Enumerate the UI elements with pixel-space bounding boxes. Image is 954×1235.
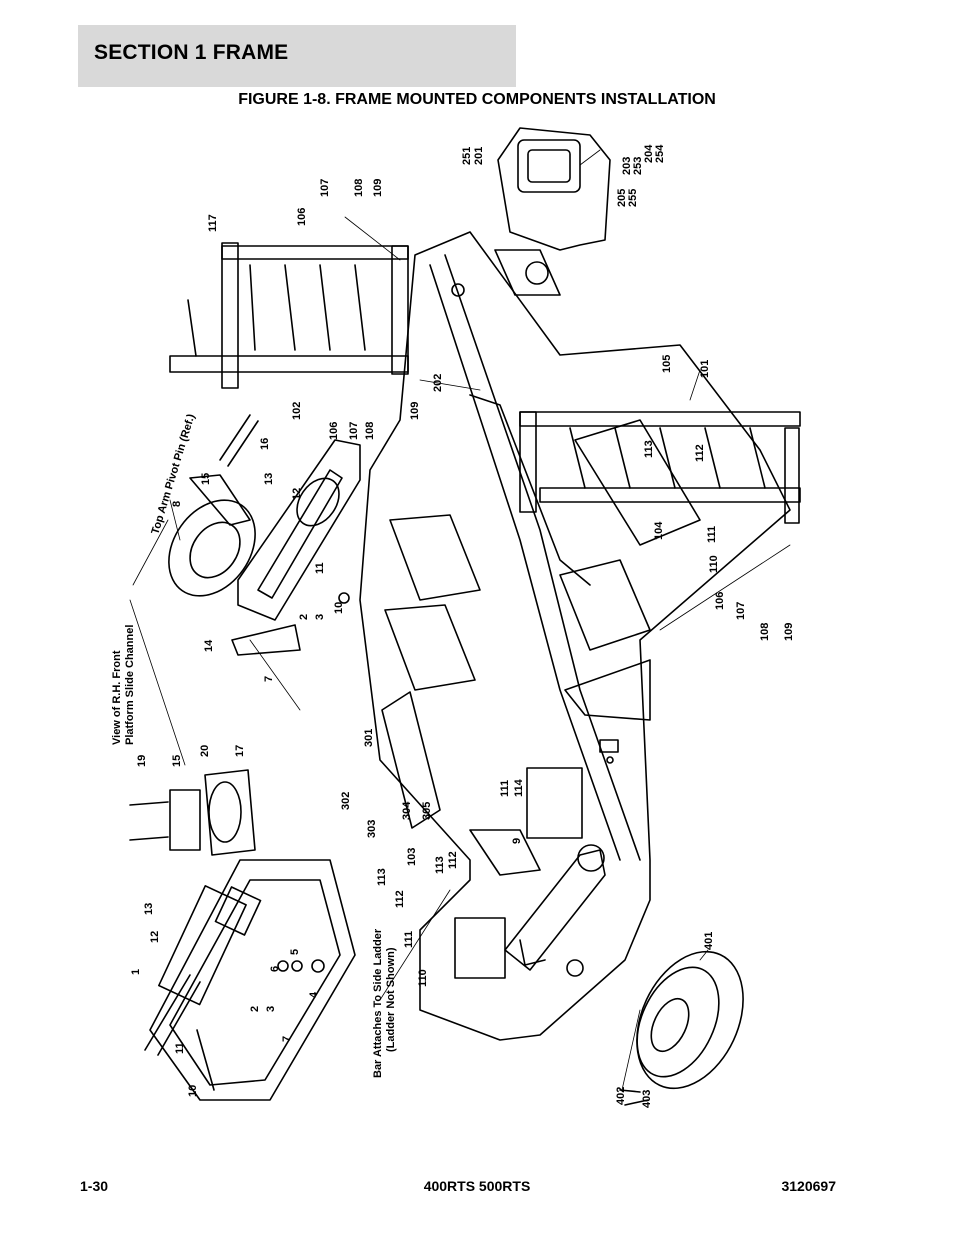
callout-top-arm-pivot: Top Arm Pivot Pin (Ref.)	[149, 412, 197, 536]
callout-ladder-not-shown: (Ladder Not Shown)	[385, 947, 397, 1052]
section-title: SECTION 1 FRAME	[94, 41, 289, 64]
part-label: 117	[207, 214, 219, 232]
part-label: 20	[199, 745, 211, 757]
part-label: 106	[328, 422, 340, 440]
part-label: 109	[409, 402, 421, 420]
part-label: 8	[171, 501, 183, 507]
part-label: 109	[783, 623, 795, 641]
part-label: 107	[319, 179, 331, 197]
part-label: 109	[372, 179, 384, 197]
part-label: 12	[149, 931, 161, 943]
page-number: 1-30	[80, 1178, 109, 1194]
part-label: 11	[314, 562, 326, 574]
part-label: 110	[417, 969, 429, 987]
rear-housing-201	[497, 127, 611, 251]
figure-title: FIGURE 1-8. FRAME MOUNTED COMPONENTS INS…	[238, 91, 716, 108]
part-label: 112	[694, 444, 706, 462]
part-label: 114	[513, 778, 525, 797]
part-label: 10	[333, 602, 345, 614]
part-label: 402	[615, 1087, 627, 1105]
part-label: 5	[289, 949, 301, 955]
part-label: 11	[174, 1042, 186, 1054]
part-label: 202	[432, 374, 444, 392]
part-label: 204	[643, 144, 655, 163]
callout-platform-slide-channel: Platform Slide Channel	[124, 625, 136, 745]
part-label: 113	[434, 856, 446, 874]
part-label: 254	[654, 144, 666, 163]
document-number: 3120697	[781, 1178, 836, 1194]
part-label: 253	[632, 157, 644, 175]
part-label: 203	[621, 157, 633, 175]
part-label: 102	[291, 402, 303, 420]
part-label: 112	[394, 890, 406, 908]
part-label: 15	[200, 473, 212, 485]
callout-bar-attaches: Bar Attaches To Side Ladder	[372, 928, 384, 1078]
part-label: 401	[703, 932, 715, 950]
part-label: 17	[234, 745, 246, 757]
part-label: 201	[473, 147, 485, 165]
section-header-band	[78, 25, 516, 87]
part-label: 112	[447, 851, 459, 869]
part-label: 304	[401, 801, 413, 820]
part-label: 111	[706, 526, 718, 543]
plate-301	[381, 691, 441, 829]
part-label: 108	[364, 422, 376, 440]
part-label: 205	[616, 189, 628, 207]
part-labels: 117 106 107 108 109 251 201 203 253 204 …	[130, 144, 795, 1108]
part-label: 3	[314, 614, 326, 620]
part-label: 7	[263, 676, 275, 682]
callouts: View of R.H. Front Platform Slide Channe…	[111, 412, 397, 1078]
part-label: 106	[296, 208, 308, 226]
part-label: 9	[511, 838, 523, 844]
part-label: 110	[708, 555, 720, 573]
part-label: 111	[499, 780, 511, 797]
part-label: 15	[171, 755, 183, 767]
part-label: 4	[308, 991, 320, 998]
part-label: 16	[259, 438, 271, 450]
part-label: 403	[641, 1090, 653, 1108]
part-label: 111	[403, 931, 415, 948]
part-label: 103	[406, 848, 418, 866]
lower-bracket-detail	[129, 769, 356, 1101]
ladder-101	[519, 411, 801, 524]
part-label: 107	[735, 602, 747, 620]
hub-401	[619, 950, 744, 1106]
part-label: 105	[661, 355, 673, 373]
part-label: 303	[366, 820, 378, 838]
model-name: 400RTS 500RTS	[423, 1178, 531, 1194]
part-label: 13	[143, 903, 155, 915]
part-label: 2	[298, 614, 310, 620]
part-label: 301	[363, 729, 375, 747]
ladder-117	[169, 242, 409, 389]
part-label: 3	[265, 1006, 277, 1012]
part-label: 14	[203, 639, 215, 652]
part-label: 107	[348, 422, 360, 440]
part-label: 104	[653, 521, 665, 540]
part-label: 255	[627, 189, 639, 207]
part-label: 6	[269, 966, 281, 972]
part-label: 108	[353, 179, 365, 197]
part-label: 12	[291, 488, 303, 500]
part-label: 251	[461, 147, 473, 165]
part-label: 106	[714, 592, 726, 610]
slide-channel-detail	[168, 414, 361, 656]
part-label: 13	[263, 473, 275, 485]
part-label: 108	[759, 623, 771, 641]
part-label: 302	[340, 792, 352, 810]
part-label: 113	[643, 440, 655, 458]
part-label: 101	[699, 360, 711, 378]
part-label: 305	[421, 802, 433, 820]
part-label: 7	[281, 1036, 293, 1042]
part-label: 113	[376, 868, 388, 886]
part-label: 10	[187, 1085, 199, 1097]
part-label: 1	[130, 969, 142, 975]
callout-view-rh-front: View of R.H. Front	[111, 650, 123, 745]
part-label: 2	[249, 1006, 261, 1012]
part-label: 19	[136, 755, 148, 767]
main-frame	[359, 231, 791, 1041]
